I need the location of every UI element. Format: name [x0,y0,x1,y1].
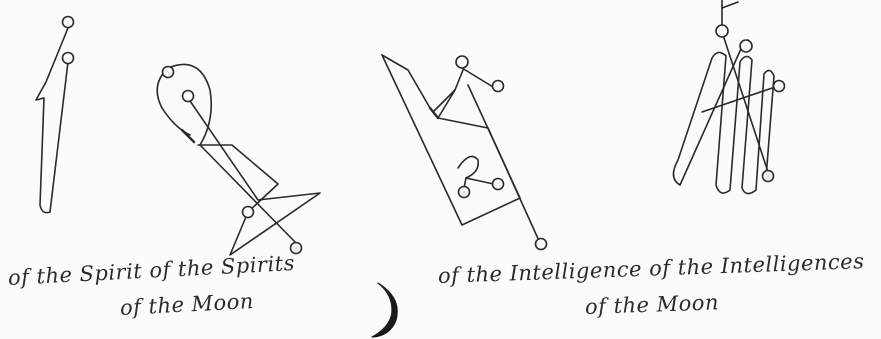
intelligence-caption-line2: of the Moon [585,290,720,319]
intelligence-sigil-1 [382,55,547,250]
intelligence-sigil-2 [673,0,784,194]
moon-crescent-icon [372,283,397,337]
spirit-sigil-1 [36,17,74,213]
spirit-sigil-2 [157,64,320,255]
